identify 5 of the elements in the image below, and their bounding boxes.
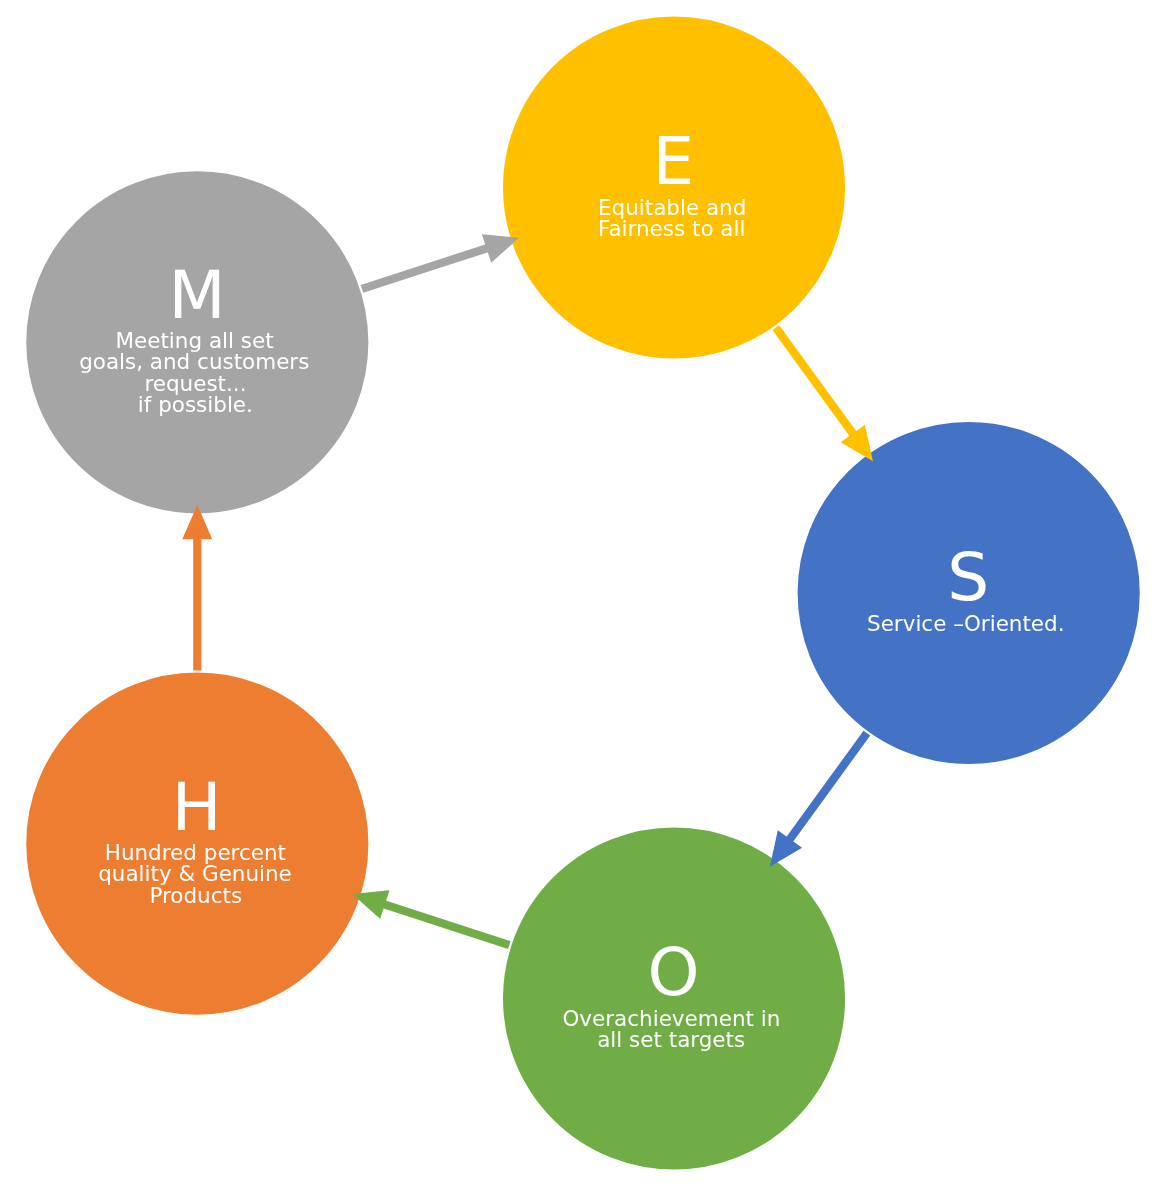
arrow <box>772 325 873 462</box>
arrow <box>769 730 870 867</box>
arrow <box>351 890 511 949</box>
arrow <box>360 234 519 293</box>
arrow <box>181 504 212 671</box>
